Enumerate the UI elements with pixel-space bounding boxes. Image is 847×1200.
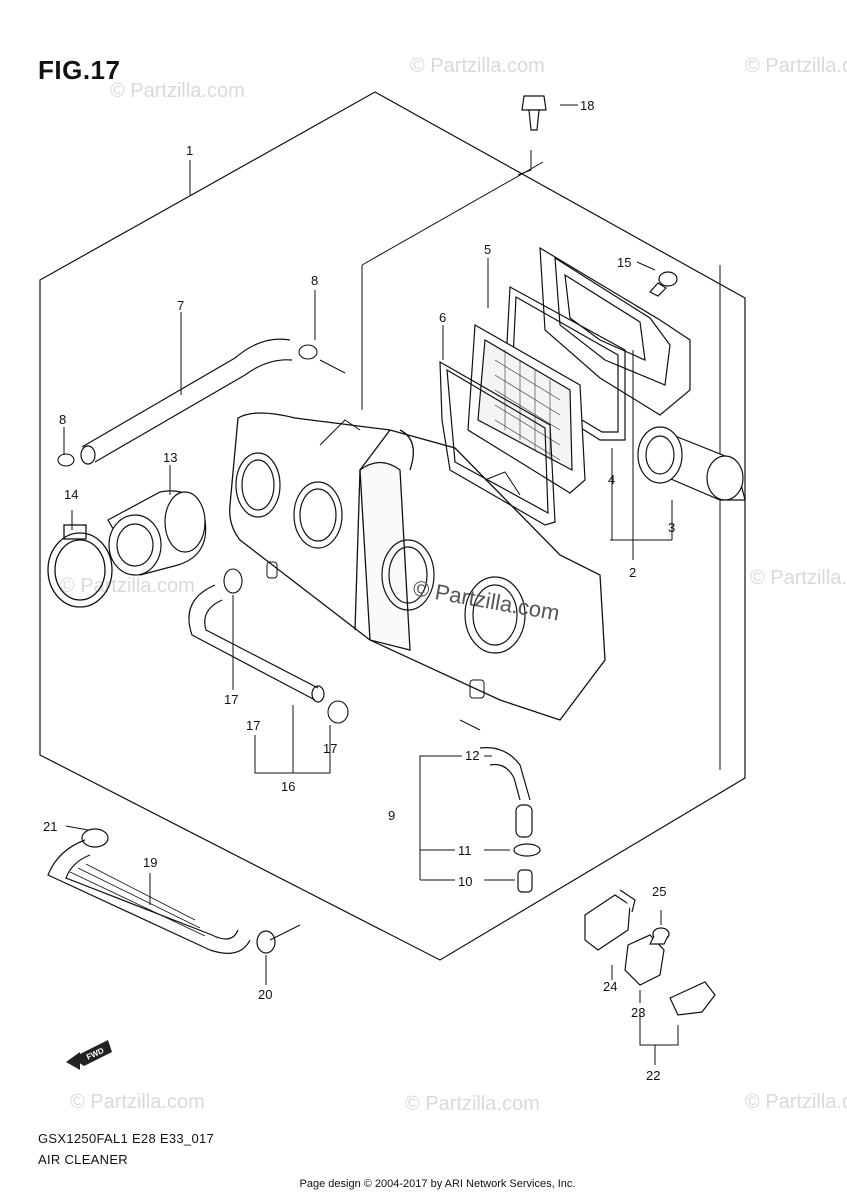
callout-21: 21	[43, 819, 57, 834]
callout-13: 13	[163, 450, 177, 465]
callout-14: 14	[64, 487, 78, 502]
watermark: © Partzilla.com	[745, 1091, 847, 1113]
callout-8a: 8	[311, 273, 318, 288]
callout-17c: 17	[246, 718, 260, 733]
callout-3: 3	[668, 520, 675, 535]
watermark: © Partzilla.com	[750, 567, 847, 589]
subgroup-outline	[361, 161, 721, 770]
hose-sleeve-19	[69, 863, 206, 937]
callout-16: 16	[281, 779, 295, 794]
callout-25: 25	[652, 884, 666, 899]
intake-joint	[107, 490, 207, 576]
cover-plate	[539, 246, 691, 416]
callout-24: 24	[603, 979, 617, 994]
callout-2: 2	[629, 565, 636, 580]
assembly-outline	[39, 91, 746, 961]
callout-4: 4	[608, 472, 615, 487]
callout-22: 22	[646, 1068, 660, 1083]
callout-9: 9	[388, 808, 395, 823]
callout-18: 18	[580, 98, 594, 113]
figure-subtitle: AIR CLEANER	[38, 1152, 128, 1167]
bolt-hardware	[521, 95, 678, 297]
filter-mesh	[494, 350, 561, 461]
watermark-layer: © Partzilla.com © Partzilla.com © Partzi…	[60, 55, 847, 1115]
figure-title: FIG.17	[38, 55, 121, 85]
callout-8b: 8	[59, 412, 66, 427]
intake-duct	[637, 426, 746, 501]
watermark: © Partzilla.com	[110, 80, 245, 102]
page-credit-text: Page design © 2004-2017 by ARI Network S…	[299, 1178, 576, 1190]
drain-hose-16	[188, 584, 325, 703]
seal	[439, 360, 556, 526]
leader-lines	[63, 104, 679, 1065]
filter-element	[467, 324, 586, 494]
page-credit: Page design © 2004-2017 by ARI Network S…	[0, 1178, 847, 1190]
breather-hose-7	[80, 338, 293, 465]
callout-1: 1	[186, 143, 193, 158]
callout-15: 15	[617, 255, 631, 270]
callout-17b: 17	[323, 741, 337, 756]
callout-20: 20	[258, 987, 272, 1002]
callout-17a: 17	[224, 692, 238, 707]
watermark: © Partzilla.com	[405, 1093, 540, 1115]
callout-5: 5	[484, 242, 491, 257]
band-clamp	[47, 524, 113, 608]
callout-7: 7	[177, 298, 184, 313]
case-details	[266, 419, 521, 699]
callout-12: 12	[465, 748, 479, 763]
watermark: © Partzilla.com	[745, 55, 847, 77]
coupler-parts	[584, 889, 716, 1016]
callout-11: 11	[458, 843, 472, 858]
hose-clamp-8	[57, 344, 318, 467]
hose-clamp-17	[223, 568, 349, 724]
watermark: © Partzilla.com	[60, 575, 195, 597]
watermark: © Partzilla.com	[410, 55, 545, 77]
drain-plug-assembly	[479, 747, 541, 893]
callout-10: 10	[458, 874, 472, 889]
figure-code: GSX1250FAL1 E28 E33_017	[38, 1131, 215, 1146]
forward-arrow-icon: FWD	[66, 1040, 112, 1070]
callout-labels: 1 2 3 4 5 6 7 8 8 9 10 11 12 13 14 15 16…	[43, 98, 675, 1083]
callout-6: 6	[439, 310, 446, 325]
callout-19: 19	[143, 855, 157, 870]
callout-23: 23	[631, 1005, 645, 1020]
case-intake-ports	[235, 452, 526, 654]
watermark: © Partzilla.com	[70, 1091, 205, 1113]
breather-hose-19	[47, 828, 276, 954]
